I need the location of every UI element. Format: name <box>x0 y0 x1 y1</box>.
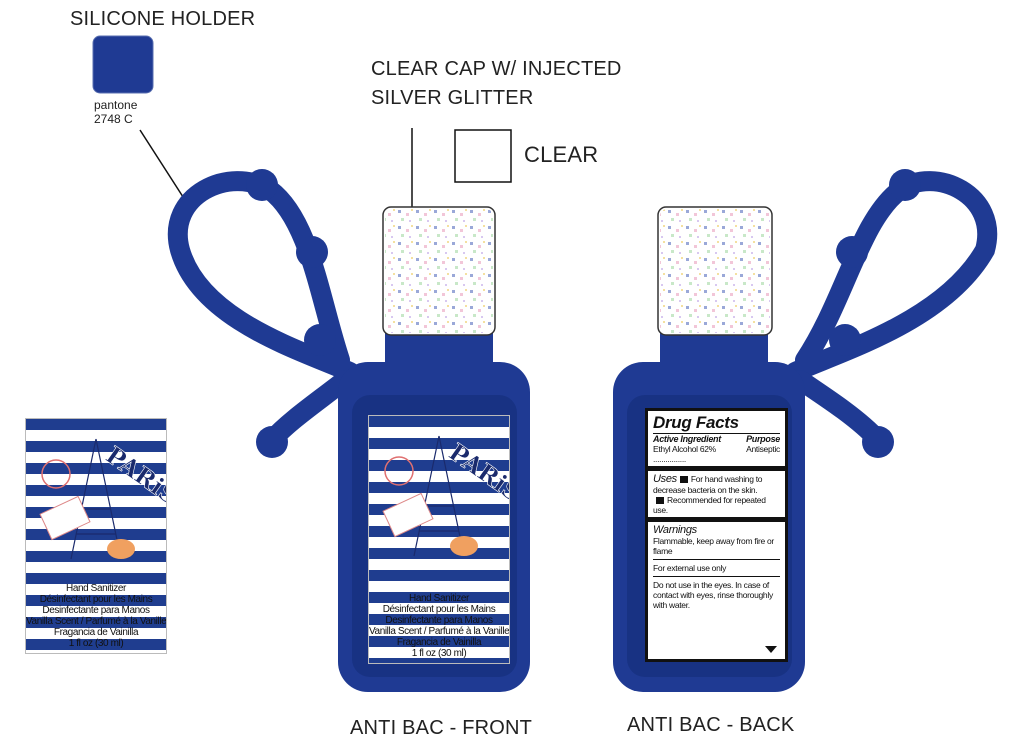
croissant-icon <box>450 536 478 556</box>
pantone-number: 2748 C <box>94 112 133 126</box>
pantone-label: pantone <box>94 98 138 112</box>
purpose-header: Purpose <box>746 434 780 444</box>
label-line: 1 fl oz (30 ml) <box>68 638 124 649</box>
label-line: Desinfectante para Manos <box>385 615 493 626</box>
eiffel-tower-icon <box>70 438 122 560</box>
paris-artwork: PARiS <box>39 438 166 560</box>
left-strap <box>167 171 360 450</box>
uses-item-2: Recommended for repeated use. <box>653 495 766 515</box>
eiffel-tower-icon <box>413 435 465 557</box>
warning-eyes: Do not use in the eyes. In case of conta… <box>653 576 780 610</box>
label-line: Vanilla Scent / Parfumé à la Vanille <box>26 616 167 627</box>
arrow-down-icon <box>765 646 777 653</box>
label-line: 1 fl oz (30 ml) <box>411 648 467 659</box>
warning-flammable: Flammable, keep away from fire or flame <box>653 536 774 556</box>
pantone-swatch <box>92 35 154 94</box>
active-ingredient-header: Active Ingredient <box>653 434 721 444</box>
silicone-holder-callout: SILICONE HOLDER <box>70 8 256 30</box>
pantone-code: pantone 2748 C <box>94 98 137 126</box>
label-line: Hand Sanitizer <box>409 593 469 604</box>
brand-text: PARiS <box>444 437 509 507</box>
label-line: Désinfectant pour les Mains <box>39 594 153 605</box>
right-strap <box>785 171 998 450</box>
front-caption: ANTI BAC - FRONT <box>350 717 533 739</box>
envelope-icon <box>39 495 91 541</box>
purpose: Antiseptic <box>746 444 780 454</box>
left-strap-knobs <box>246 169 336 458</box>
warning-eyes-lead: Do not use <box>653 580 692 590</box>
cap-callout: CLEAR CAP W/ INJECTED SILVER GLITTER <box>371 55 622 113</box>
warnings-title: Warnings <box>653 524 697 536</box>
label-line: Désinfectant pour les Mains <box>382 604 496 615</box>
label-line: Vanilla Scent / Parfumé à la Vanille <box>369 626 510 637</box>
back-caption: ANTI BAC - BACK <box>627 714 795 736</box>
clear-swatch <box>454 129 512 183</box>
label-line: Hand Sanitizer <box>66 583 126 594</box>
label-line: Desinfectante para Manos <box>42 605 150 616</box>
envelope-icon <box>382 492 434 538</box>
drug-facts-panel: Drug Facts Active Ingredient Purpose Ethy… <box>645 408 788 662</box>
brand-text: PARiS <box>101 440 166 510</box>
stamp-icon <box>384 456 414 486</box>
clear-callout: CLEAR <box>524 142 599 167</box>
paris-artwork: PARiS <box>382 435 509 557</box>
label-line: Fragancia de Vainilla <box>396 637 482 648</box>
right-strap-knobs <box>829 169 921 458</box>
warning-eyes-text: in the eyes. In case of contact with eye… <box>653 580 773 610</box>
stamp-icon <box>41 459 71 489</box>
croissant-icon <box>107 539 135 559</box>
drug-facts-title: Drug Facts <box>653 413 780 434</box>
warning-external: For external use only <box>653 559 780 573</box>
pantone-leader-line <box>139 129 186 201</box>
uses-item-1: For hand washing to decrease bacteria on… <box>653 474 763 495</box>
active-ingredient: Ethyl Alcohol 62% ................ <box>653 444 716 464</box>
cap-callout-line1: CLEAR CAP W/ INJECTED <box>371 58 622 80</box>
cap-callout-line2: SILVER GLITTER <box>371 87 534 109</box>
uses-title: Uses <box>653 473 677 485</box>
label-line: Fragancia de Vainilla <box>53 627 139 638</box>
